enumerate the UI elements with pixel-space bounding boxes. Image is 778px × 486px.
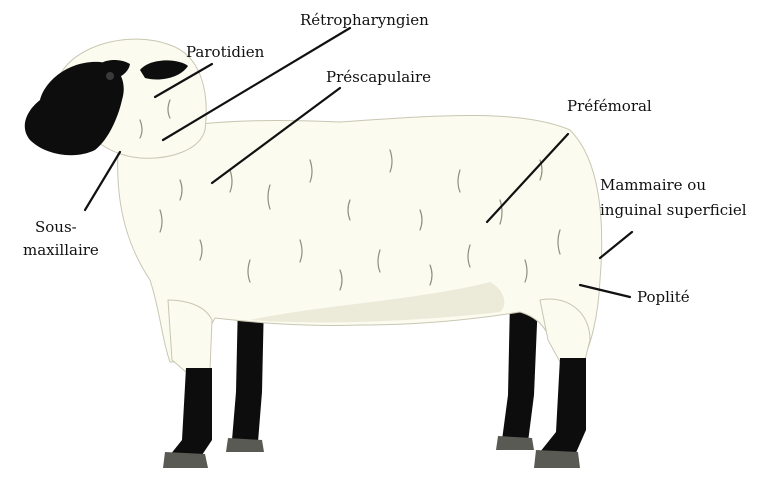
- sheep-illustration: [25, 39, 602, 468]
- label-prefemoral: Préfémoral: [567, 97, 652, 115]
- label-sous-maxillaire-line2: maxillaire: [23, 241, 99, 259]
- far-hind-hoof: [496, 436, 534, 450]
- label-retropharyngien: Rétropharyngien: [300, 11, 429, 29]
- near-hind-leg: [540, 358, 586, 455]
- label-prescapulaire: Préscapulaire: [326, 68, 431, 86]
- eye: [106, 72, 114, 80]
- near-front-leg: [170, 368, 212, 458]
- far-hind-leg: [502, 300, 538, 442]
- label-sous-maxillaire-line1: Sous-: [35, 218, 77, 236]
- near-front-hoof: [163, 452, 208, 468]
- near-front-leg-wool: [168, 300, 212, 372]
- far-front-hoof: [226, 438, 264, 452]
- label-poplite: Poplité: [637, 288, 690, 306]
- label-mammaire-line2: inguinal superficiel: [600, 201, 747, 219]
- label-parotidien: Parotidien: [186, 43, 265, 61]
- leader-mammaire: [600, 232, 632, 258]
- near-hind-hoof: [534, 450, 580, 468]
- label-mammaire-line1: Mammaire ou: [600, 176, 706, 194]
- leader-sous-maxillaire: [85, 152, 120, 210]
